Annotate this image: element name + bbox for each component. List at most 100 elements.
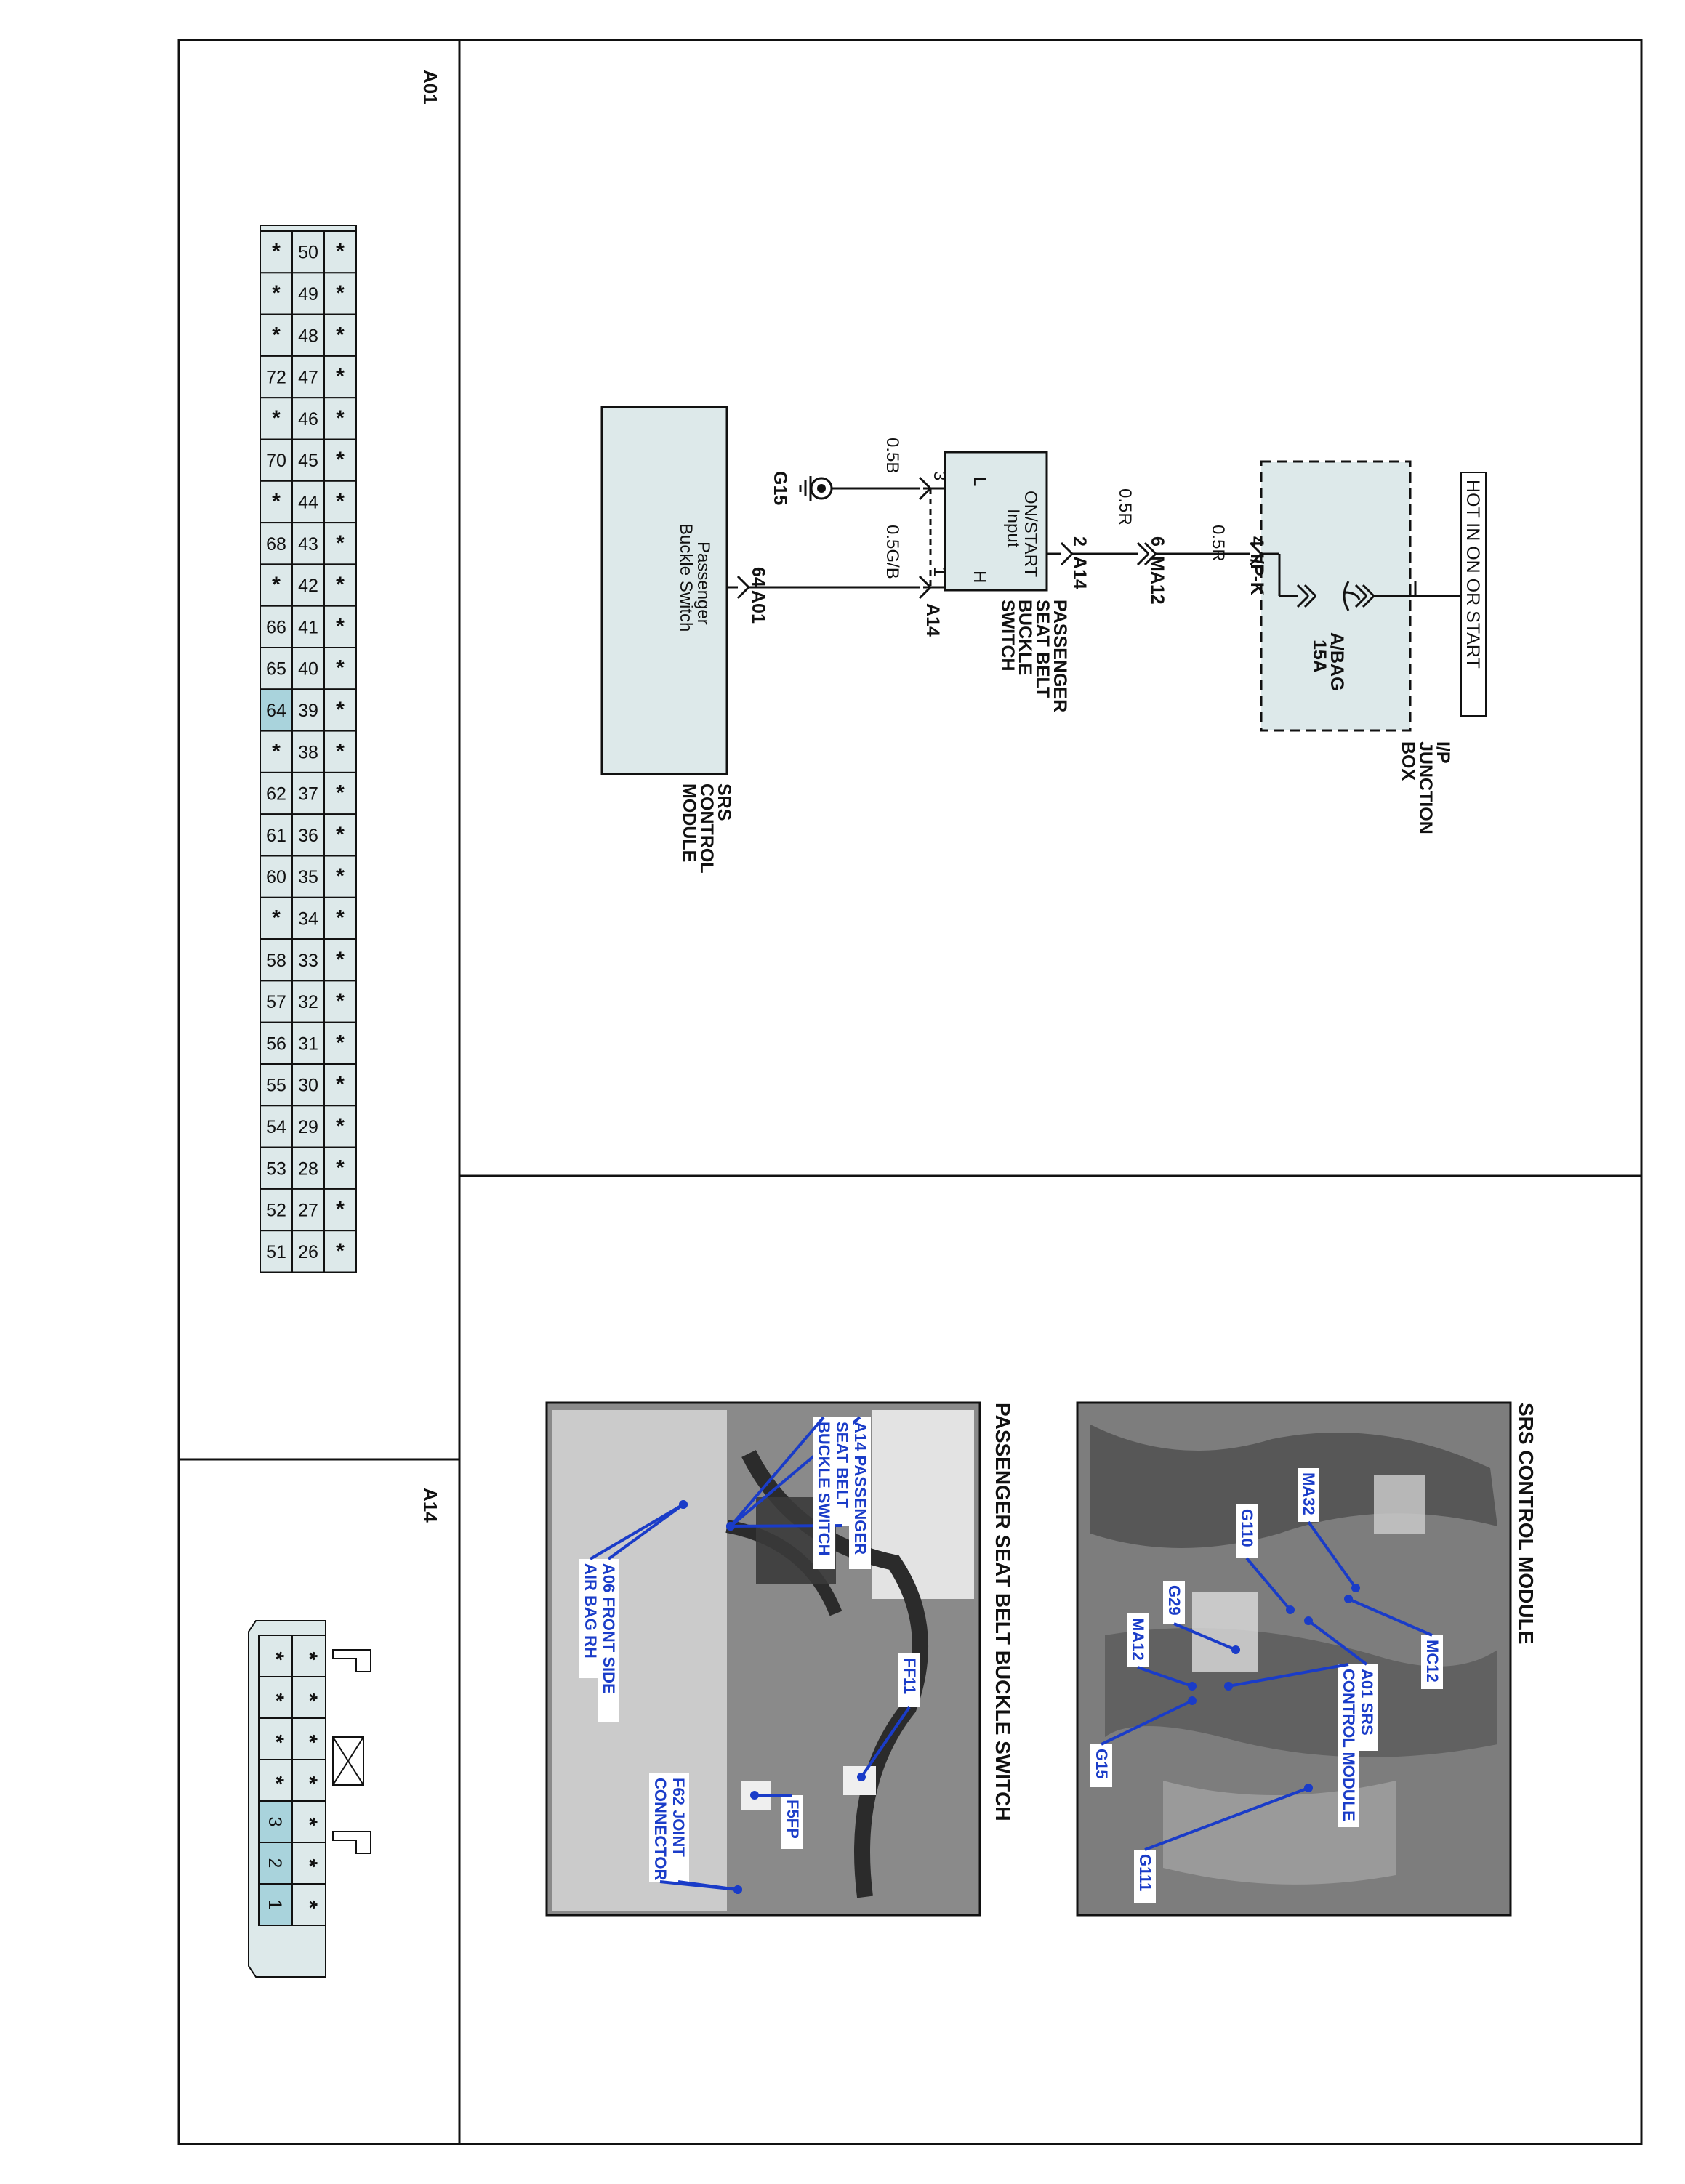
ipk-connector: I/P-K (1247, 554, 1267, 595)
wire-ma12: 0.5R (1115, 488, 1135, 525)
callout-ma32-arrow (1307, 1520, 1357, 1589)
callout-buckle-switch-box (813, 1417, 835, 1569)
a01-pin-label: * (272, 906, 281, 930)
a14-pin-label: * (264, 1735, 288, 1744)
callout-mc12: MC12 (1423, 1640, 1441, 1683)
a01-pin-label: 40 (298, 659, 318, 680)
callout-g111-box (1134, 1850, 1156, 1903)
a01-pin-label: * (336, 365, 345, 389)
a01-pin: 64 (748, 567, 768, 587)
callout-ma12-box (1127, 1613, 1149, 1667)
a01-pin-label: 27 (298, 1201, 318, 1221)
callout-air-bag-rh-box (579, 1559, 601, 1678)
a14-pin-cell (291, 1800, 326, 1843)
callout-g110: G110 (1238, 1509, 1256, 1547)
ma12-pin: 6 (1147, 536, 1167, 547)
callout-mc12-box (1421, 1635, 1443, 1689)
a01-pin-label: 35 (298, 867, 318, 887)
srs-module-box (600, 406, 728, 775)
module-label-2: CONTROL (696, 783, 717, 874)
a01-pin-label: 58 (266, 951, 286, 971)
callout-f62-joint: F62 JOINT (669, 1778, 688, 1857)
a01-pin-label: 32 (298, 992, 318, 1012)
switch-label-3: BUCKLE (1015, 600, 1035, 675)
a01-connector-panel: A01 *************************50494847464… (260, 70, 441, 1273)
a14-pin-cell (291, 1635, 326, 1677)
callout-g29: G29 (1165, 1585, 1183, 1616)
wire-ground: 0.5B (882, 438, 902, 473)
callout-ma12-arrow (1137, 1666, 1193, 1688)
a01-pin-label: * (336, 281, 345, 305)
buckle-photo-panel: PASSENGER SEAT BELT BUCKLE SWITCH A14 PA… (545, 1401, 1014, 1917)
ip-label: I/P (1433, 741, 1453, 764)
callout-control-module-box (1338, 1664, 1359, 1827)
a01-pin-label: 42 (298, 576, 318, 596)
a14-pin-cell (291, 1676, 326, 1719)
a14-pin-label: * (297, 1776, 321, 1785)
a01-pin-label: * (336, 240, 345, 264)
a01-pin-label: * (336, 781, 345, 805)
callout-a14-passenger: A14 PASSENGER (851, 1422, 869, 1555)
switch-label-1: PASSENGER (1050, 600, 1070, 712)
a14-pin-cell (258, 1842, 293, 1885)
switch-label-4: SWITCH (997, 600, 1018, 672)
a01-pin-label: * (336, 989, 345, 1013)
module-inner-line-1: Passenger (693, 541, 713, 625)
a14-panel-title: A14 (419, 1488, 441, 1523)
a01-pin-label: 61 (266, 826, 286, 846)
a01-pin-label: * (336, 1073, 345, 1097)
a14-connector-panel: A14 ***********321 (248, 1488, 441, 1978)
callout-connector-arrow (659, 1880, 739, 1891)
a01-pin-label: * (336, 323, 345, 347)
callout-g15-arrow (1101, 1699, 1193, 1746)
callout-buckle-switch: BUCKLE SWITCH (815, 1422, 833, 1556)
callout-air-bag-rh-arrow (589, 1503, 685, 1560)
a01-pin-label: * (336, 823, 345, 847)
a01-pin-label: * (336, 1198, 345, 1222)
fuse-rating: 15A (1309, 640, 1330, 673)
fuse-chevron-right (1354, 584, 1375, 608)
callout-ff11-arrow (860, 1706, 911, 1778)
a01-pin-label: * (336, 656, 345, 680)
wire-signal: 0.5G/B (882, 525, 902, 579)
a01-pin-label: 70 (266, 451, 286, 471)
a14-pin-label: * (297, 1859, 321, 1868)
pin-1: 1 (930, 567, 949, 576)
a01-pin-label: 33 (298, 951, 318, 971)
a01-pin-label: 72 (266, 368, 286, 388)
a01-pin-label: 47 (298, 368, 318, 388)
a01-connector-label: A01 (748, 590, 768, 624)
a01-pin-label: 38 (298, 742, 318, 762)
a01-pin-label: * (336, 406, 345, 430)
module-label-1: SRS (714, 783, 734, 821)
callout-control-module: CONTROL MODULE (1340, 1669, 1358, 1821)
a01-pin-label: * (272, 323, 281, 347)
a14-pin-label: 1 (265, 1900, 285, 1910)
a01-pin-label: 26 (298, 1242, 318, 1262)
a01-pin-label: 51 (266, 1242, 286, 1262)
a01-pin-label: 34 (298, 908, 318, 929)
a14-pin-label: 3 (265, 1817, 285, 1827)
callout-g110-arrow (1245, 1557, 1292, 1611)
a01-pin-label: * (272, 281, 281, 305)
hot-in-label: HOT IN ON OR START (1463, 480, 1483, 669)
a01-pin-label: 50 (298, 243, 318, 263)
a14-pin-label: * (297, 1901, 321, 1909)
callout-g110-box (1236, 1504, 1258, 1558)
callout-g111-arrow (1144, 1786, 1309, 1851)
a14-pin-label: * (264, 1776, 288, 1785)
a01-pin-cell (260, 1230, 293, 1273)
hot-in-box (1460, 472, 1487, 717)
a01-pin-label: 29 (298, 1117, 318, 1137)
a14-connector-top: A14 (1069, 556, 1090, 589)
a14-pin-top: 2 (1069, 536, 1090, 547)
a01-pin-label: 55 (266, 1076, 286, 1096)
a14-pin-label: * (264, 1652, 288, 1661)
a14-pin-cell (258, 1883, 293, 1926)
a01-pin-label: 28 (298, 1159, 318, 1179)
callout-mc12-arrow (1348, 1597, 1433, 1637)
a01-pin-label: * (336, 1031, 345, 1055)
a01-pin-label: 48 (298, 326, 318, 346)
callout-f5fp: F5FP (784, 1800, 802, 1839)
a01-panel-title: A01 (419, 70, 441, 105)
